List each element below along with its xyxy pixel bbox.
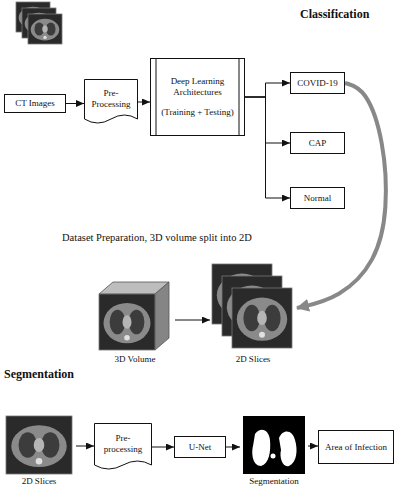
cube-illustration <box>99 282 169 350</box>
ct-spine <box>36 458 43 465</box>
node-text: Pre-processing <box>97 433 149 454</box>
cube-side <box>155 282 169 350</box>
box-border <box>151 59 245 136</box>
flow-arrow <box>245 83 290 97</box>
flow-arrow <box>245 97 290 198</box>
flow-arrow <box>76 446 94 447</box>
ct-spine <box>124 335 130 341</box>
ct-spine <box>43 36 46 39</box>
mask-ground <box>243 416 305 474</box>
box-border <box>291 73 345 94</box>
node-text: Deep Learning Architectures <box>159 76 236 97</box>
node-text: (Training + Testing) <box>161 107 233 117</box>
ct-frame <box>28 14 62 44</box>
ct-heart <box>123 315 132 328</box>
stage-caption: Dataset Preparation, 3D volume split int… <box>62 232 252 244</box>
node-text: Pre-Processing <box>87 88 135 109</box>
flow-arrow <box>175 320 210 321</box>
node-text: 3D Volume <box>115 354 156 364</box>
flow-arrow <box>245 97 290 143</box>
node-text: U-Net <box>189 442 212 452</box>
ct-body <box>103 303 150 343</box>
ct-frame <box>22 8 56 38</box>
seg-illustration <box>243 416 305 474</box>
node-outline <box>150 58 245 136</box>
flow-arrow <box>308 446 318 447</box>
stack-illustration <box>212 264 292 348</box>
node-text: Area of Infection <box>325 442 387 452</box>
ct-frame <box>222 276 282 336</box>
ct-frame <box>232 288 292 348</box>
box-inner-line <box>239 59 240 136</box>
flow-arrow <box>138 102 150 103</box>
node-text: Normal <box>304 193 332 203</box>
infection-region <box>252 430 270 466</box>
image-node: 3D Volume <box>95 280 175 370</box>
ct-illustration <box>6 416 72 474</box>
ct-body <box>11 425 66 467</box>
document-outline <box>95 424 152 470</box>
predefined-process-box: Deep Learning Architectures (Training + T… <box>150 58 245 136</box>
process-box: Area of Infection <box>318 430 394 464</box>
node-outline <box>95 280 175 352</box>
section-heading: Classification <box>300 8 369 22</box>
ct-body <box>31 19 60 41</box>
node-text: CT Images <box>15 98 55 108</box>
process-box: CT Images <box>4 94 66 113</box>
ct-heart <box>34 438 45 452</box>
process-box: CAP <box>290 132 345 154</box>
box-border <box>319 431 394 464</box>
box-inner-line <box>156 59 157 136</box>
ct-frame <box>99 294 155 350</box>
box-border <box>5 95 66 113</box>
image-node: 2D Slices <box>2 416 76 488</box>
flow-arrow <box>226 447 240 448</box>
flow-arrow <box>66 103 84 104</box>
node-outline <box>2 416 76 474</box>
node-text: CAP <box>309 138 327 148</box>
process-box: Normal <box>290 187 345 209</box>
node-outline <box>240 416 308 474</box>
ct-body <box>237 298 287 341</box>
node-text: Segmentation <box>249 476 299 486</box>
box-border <box>175 437 226 458</box>
section-heading: Segmentation <box>4 368 74 382</box>
ct-heart <box>257 311 267 325</box>
process-box: COVID-19 <box>290 72 345 94</box>
infection-spot <box>271 454 276 459</box>
document-outline <box>85 80 138 124</box>
document-shape: Pre-Processing <box>84 79 138 125</box>
node-text: 2D Slices <box>236 354 271 364</box>
node-text: COVID-19 <box>297 78 338 88</box>
node-text: 2D Slices <box>22 476 57 486</box>
ct-frame <box>6 416 72 474</box>
image-node: Segmentation <box>240 416 308 488</box>
ct-heart <box>42 25 47 32</box>
image-node: 2D Slices <box>210 262 296 370</box>
box-border <box>291 188 345 209</box>
ct-spine <box>259 332 265 338</box>
flow-arrow <box>152 447 174 448</box>
infection-region <box>279 431 297 466</box>
ct-image-stack <box>16 2 62 44</box>
node-outline <box>210 262 296 352</box>
document-shape: Pre-processing <box>94 423 152 471</box>
box-border <box>291 133 345 154</box>
process-box: U-Net <box>174 436 226 458</box>
